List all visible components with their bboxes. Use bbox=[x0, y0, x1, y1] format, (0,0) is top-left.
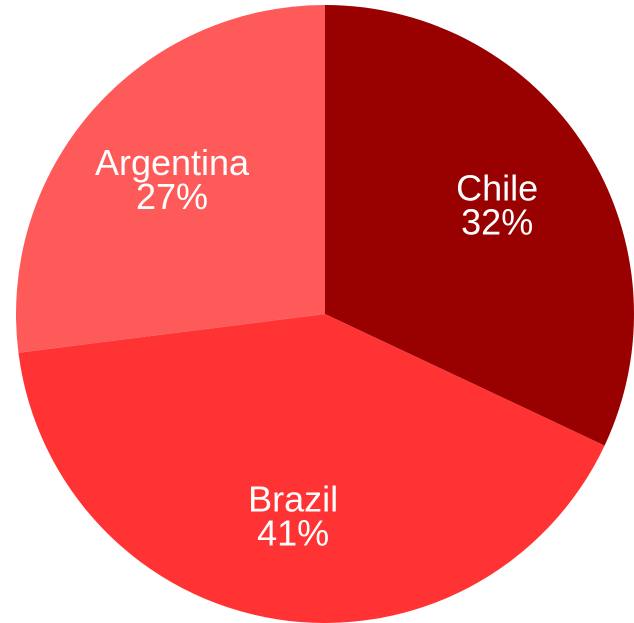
slice-label-name: Argentina bbox=[95, 142, 250, 183]
slice-label-percent: 27% bbox=[136, 176, 208, 217]
slice-label-name: Chile bbox=[456, 168, 538, 209]
slice-label-percent: 32% bbox=[461, 202, 533, 243]
pie-slice-argentina bbox=[15, 5, 325, 353]
slice-label-percent: 41% bbox=[257, 512, 329, 553]
pie-slices bbox=[15, 5, 634, 623]
slice-label-name: Brazil bbox=[248, 478, 338, 519]
pie-slice-chile bbox=[325, 5, 634, 446]
pie-slice-brazil bbox=[18, 314, 605, 623]
